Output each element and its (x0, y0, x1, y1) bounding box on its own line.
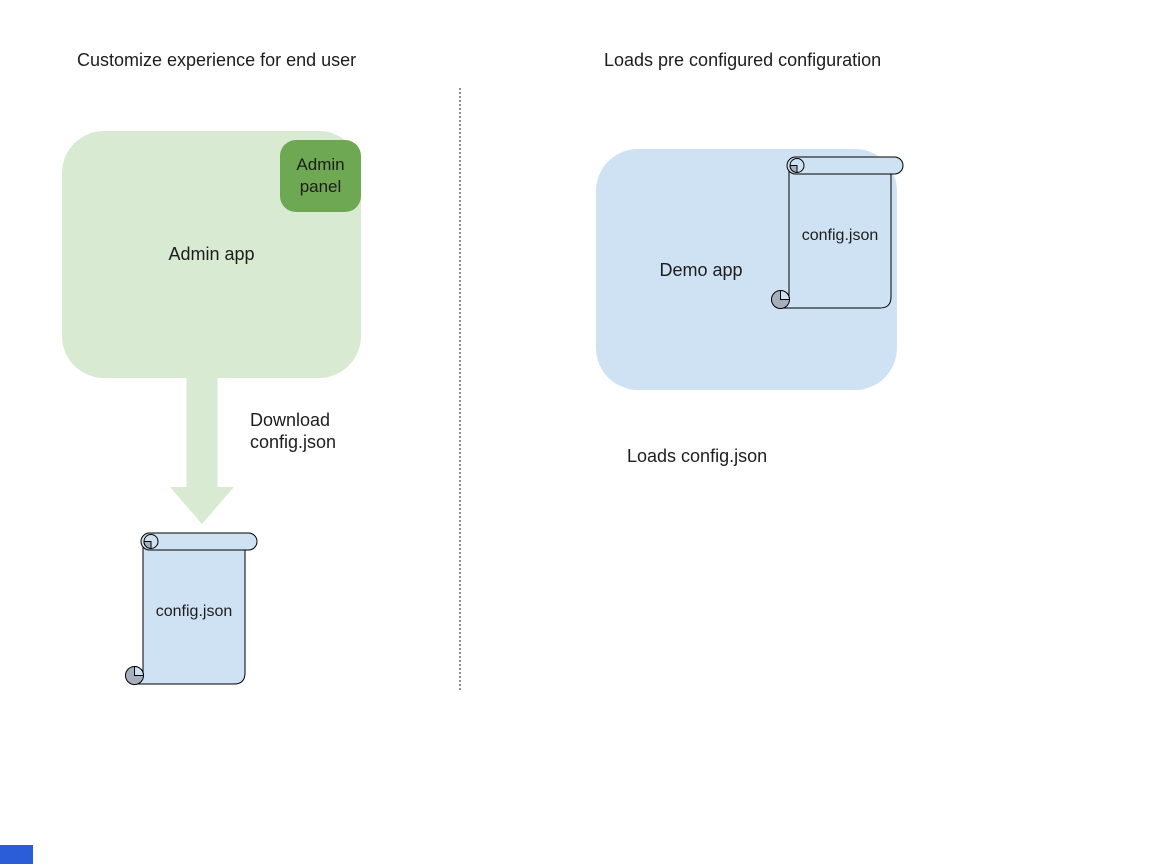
config-json-scroll-left: config.json (124, 531, 258, 687)
section-divider (459, 88, 461, 690)
config-json-label-right: config.json (801, 227, 879, 244)
loads-config-caption: Loads config.json (627, 446, 768, 466)
admin-panel-box: Admin panel (280, 140, 361, 212)
scroll-document-icon (125, 532, 258, 685)
demo-app-label: Demo app (659, 260, 743, 280)
admin-app-box: Admin app Admin panel (62, 131, 361, 378)
left-section-title: Customize experience for end user (77, 50, 357, 70)
config-json-scroll-right: config.json (770, 155, 904, 311)
config-json-label-left: config.json (155, 603, 233, 620)
download-arrow-caption: Download config.json (250, 410, 337, 452)
admin-panel-label: Admin panel (296, 155, 345, 196)
admin-app-label: Admin app (168, 244, 255, 264)
scroll-document-icon (771, 156, 904, 309)
corner-accent-rect (0, 845, 33, 864)
download-arrow-icon (170, 378, 234, 524)
right-section-title: Loads pre configured configuration (604, 50, 882, 70)
